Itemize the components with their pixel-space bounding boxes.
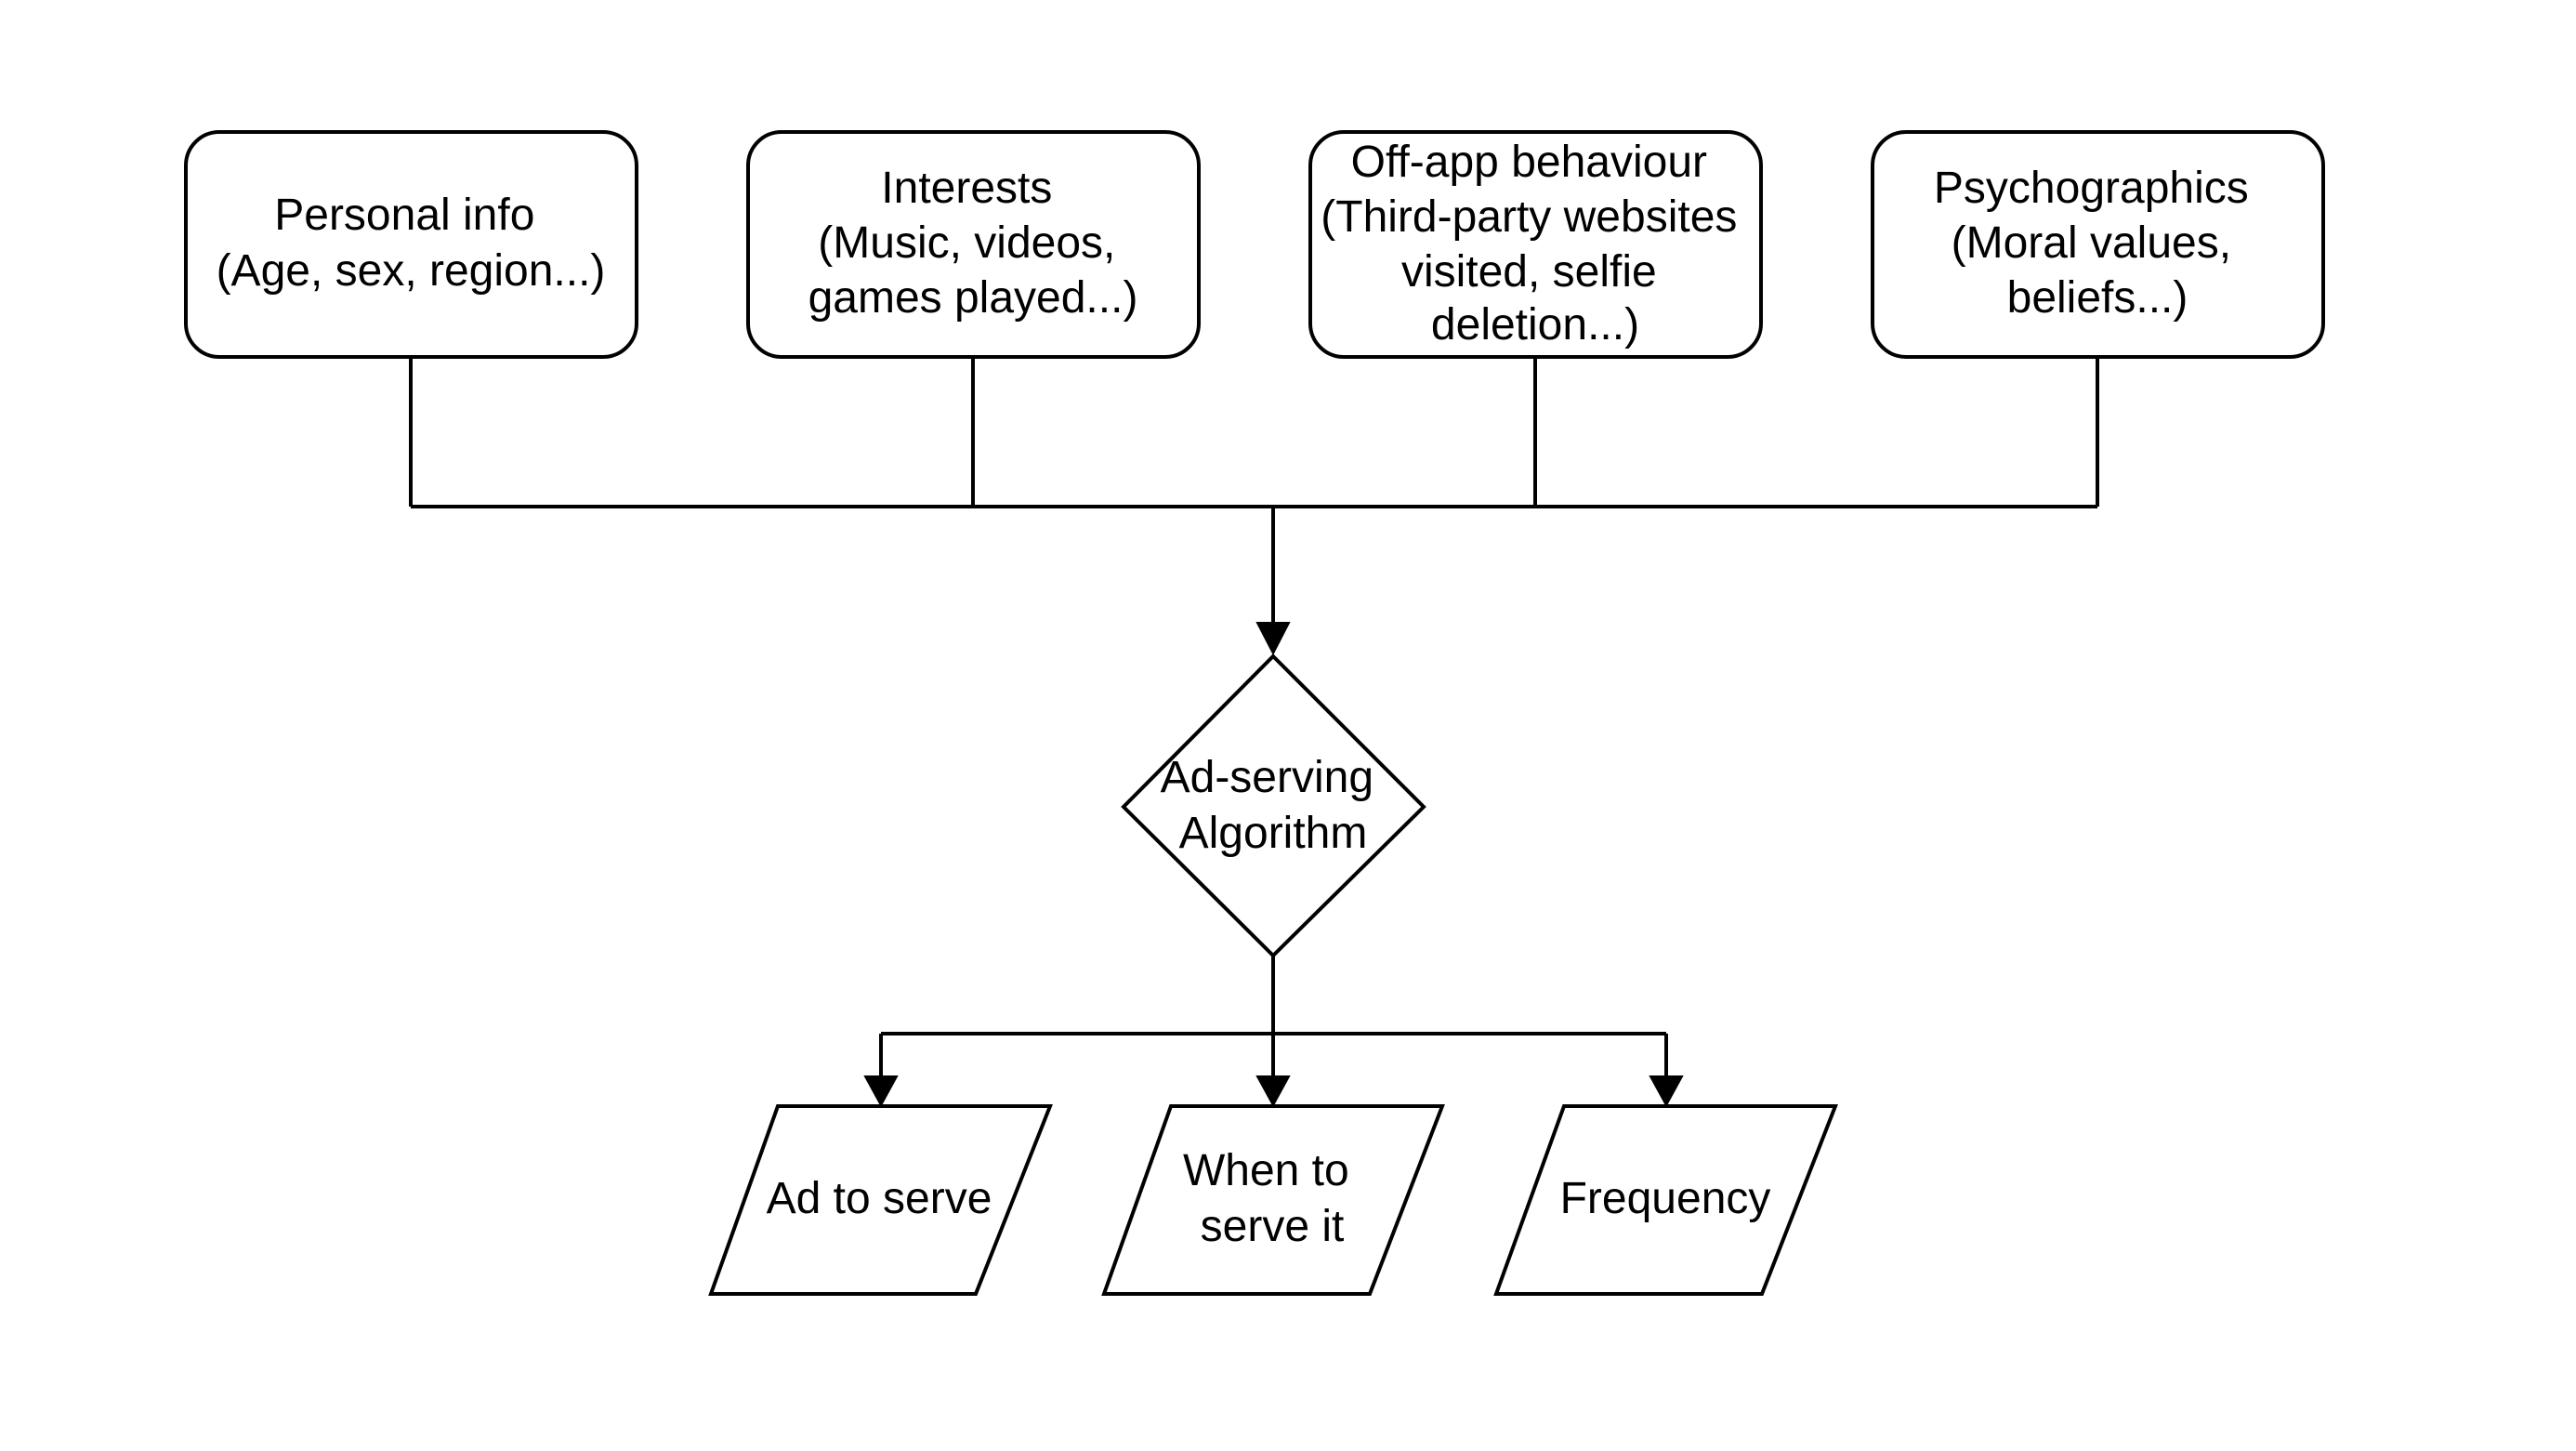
- output-node-when-to-serve-it: When to serve it: [1101, 1104, 1445, 1296]
- input-label: Psychographics (Moral values, beliefs...…: [1934, 164, 2261, 323]
- output-parallelogram: [1101, 1104, 1445, 1296]
- input-label-line: Psychographics: [1934, 164, 2249, 213]
- input-label-line: beliefs...): [2007, 273, 2188, 323]
- input-label-line: games played...): [808, 273, 1138, 323]
- output-label-line: When to: [1183, 1146, 1349, 1195]
- input-label: Personal info (Age, sex, region...): [217, 191, 606, 296]
- input-label-line: Personal info: [274, 191, 534, 240]
- decision-diamond: [1121, 653, 1426, 958]
- decision-label-line: Ad-serving: [1161, 753, 1373, 802]
- input-label: Off-app behaviour (Third-party websites …: [1321, 138, 1749, 350]
- decision-label: Ad-serving Algorithm: [1161, 753, 1387, 858]
- arrowhead-to-algorithm: [1255, 622, 1291, 656]
- decision-node-ad-serving-algorithm: Ad-serving Algorithm: [1121, 653, 1426, 958]
- decision-label-line: Algorithm: [1179, 809, 1368, 858]
- input-label-line: Interests: [881, 164, 1052, 213]
- output-node-frequency: Frequency: [1493, 1104, 1838, 1296]
- input-label-line: visited, selfie: [1401, 247, 1657, 297]
- output-label: Frequency: [1560, 1174, 1771, 1223]
- input-label-line: (Third-party websites: [1321, 192, 1737, 242]
- output-label-line: Frequency: [1560, 1174, 1771, 1223]
- input-box: [1871, 130, 2325, 359]
- input-label-line: (Age, sex, region...): [217, 246, 606, 296]
- input-node-personal-info: Personal info (Age, sex, region...): [184, 130, 638, 359]
- input-connectors: [409, 358, 2099, 656]
- output-label-line: serve it: [1201, 1202, 1345, 1251]
- output-node-ad-to-serve: Ad to serve: [708, 1104, 1053, 1296]
- input-box: [1308, 130, 1763, 359]
- output-connectors: [863, 954, 1684, 1108]
- input-box: [184, 130, 638, 359]
- input-node-off-app-behaviour: Off-app behaviour (Third-party websites …: [1308, 130, 1763, 359]
- input-label-line: deletion...): [1431, 300, 1639, 350]
- arrowhead-frequency: [1649, 1075, 1684, 1108]
- output-parallelogram: [1493, 1104, 1838, 1296]
- input-label-line: (Moral values,: [1952, 218, 2231, 268]
- arrowhead-when-to-serve: [1255, 1075, 1291, 1108]
- output-label: Ad to serve: [767, 1174, 992, 1223]
- input-label-line: (Music, videos,: [818, 218, 1115, 268]
- output-label-line: Ad to serve: [767, 1174, 992, 1223]
- input-node-interests: Interests (Music, videos, games played..…: [746, 130, 1201, 359]
- output-parallelogram: [708, 1104, 1053, 1296]
- output-label: When to serve it: [1183, 1146, 1361, 1251]
- input-box: [746, 130, 1201, 359]
- input-label-line: Off-app behaviour: [1351, 138, 1707, 187]
- input-label: Interests (Music, videos, games played..…: [808, 164, 1138, 323]
- arrowhead-ad-to-serve: [863, 1075, 899, 1108]
- input-node-psychographics: Psychographics (Moral values, beliefs...…: [1871, 130, 2325, 359]
